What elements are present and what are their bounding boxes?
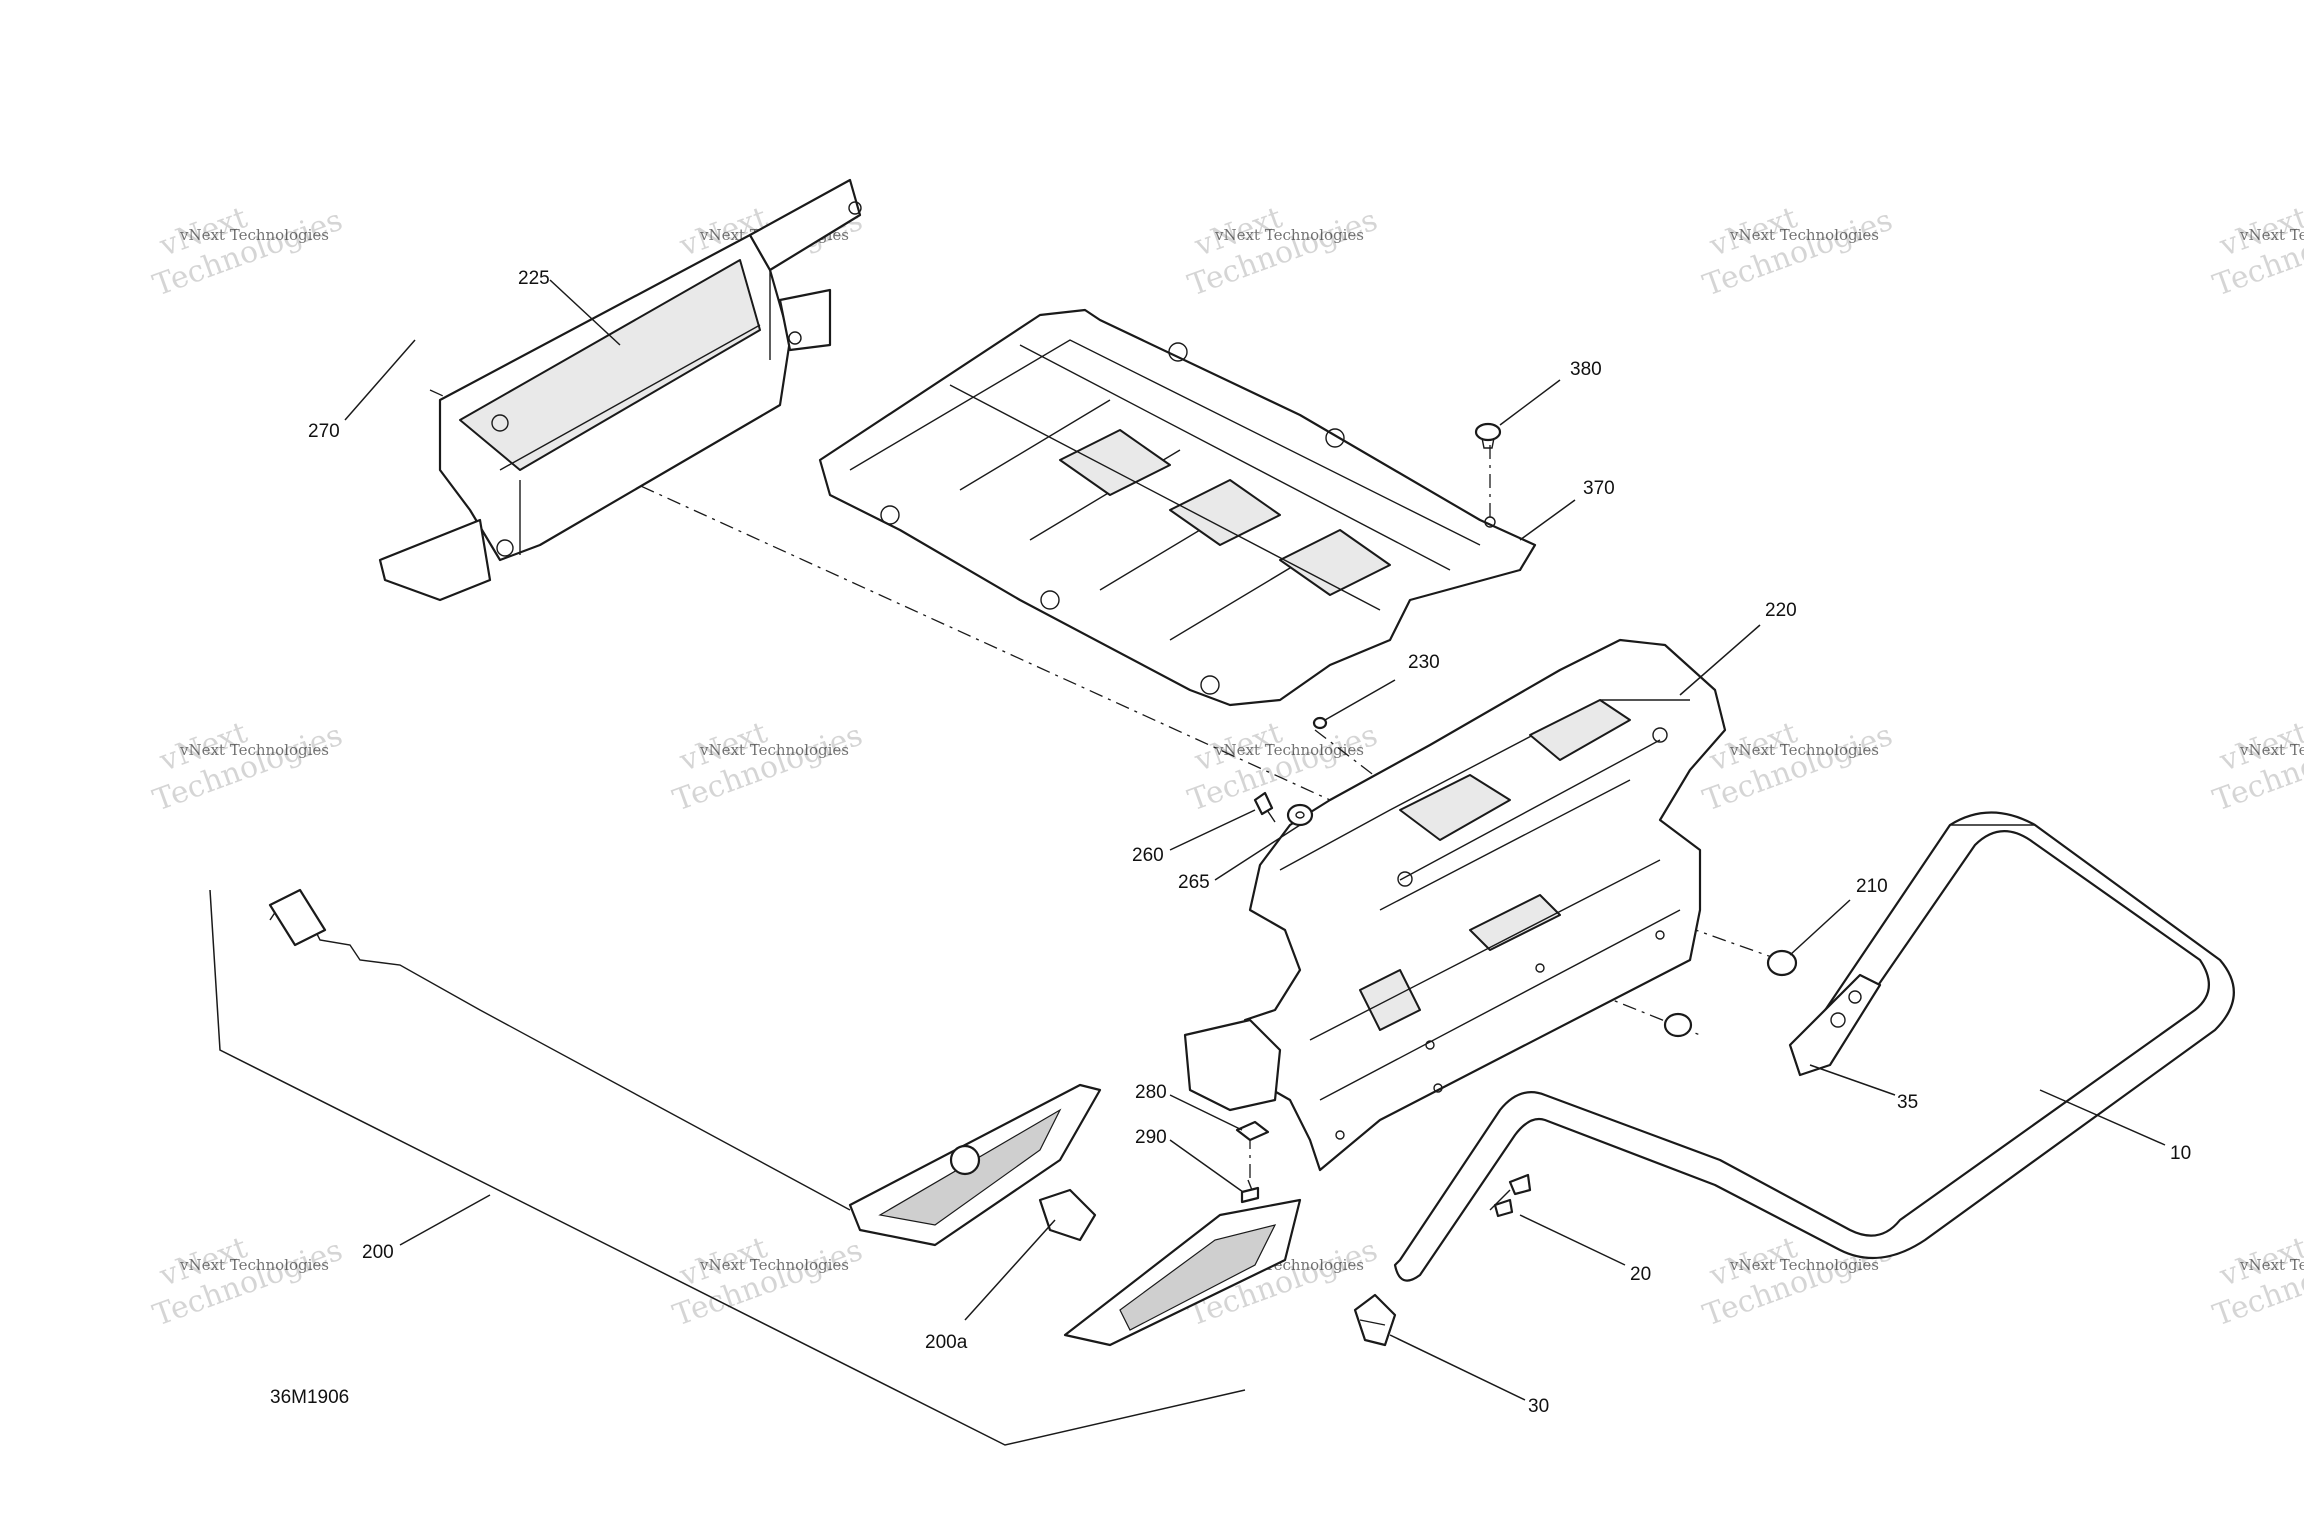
- leader-10: [2039, 1089, 2166, 1146]
- svg-text:vNext Technologies: vNext Technologies: [1729, 741, 1879, 759]
- watermark-r2c4: vNext Technologies vNext Technologies: [1699, 715, 1898, 818]
- part-290-screw: [1240, 1179, 1260, 1204]
- watermark-r2c5: vNext Technologies vNext Technologies: [2209, 715, 2304, 818]
- svg-text:vNext Technologies: vNext Technologies: [1214, 226, 1364, 244]
- callout-230: 230: [1408, 652, 1440, 673]
- callout-30: 30: [1528, 1396, 1549, 1417]
- part-200-tail-lamp-harness: [268, 888, 1102, 1247]
- part-225-bracket-panel: [378, 178, 862, 602]
- leader-220: [1679, 624, 1761, 696]
- leader-260: [1169, 809, 1256, 851]
- part-220-rear-housing: [1183, 638, 1727, 1172]
- leader-200: [399, 1194, 491, 1246]
- callout-210: 210: [1856, 876, 1888, 897]
- leader-370: [1519, 499, 1576, 541]
- part-10-rear-bumper-tube: [1393, 811, 2235, 1282]
- leader-200a: [964, 1219, 1056, 1321]
- drawing-code: 36M1906: [270, 1387, 349, 1408]
- callout-260: 260: [1132, 845, 1164, 866]
- watermark-r1c1: vNext Technologies vNext Technologies: [149, 200, 348, 303]
- callout-220: 220: [1765, 600, 1797, 621]
- leader-20: [1519, 1214, 1626, 1266]
- callout-270: 270: [308, 421, 340, 442]
- watermark-r2c1: vNext Technologies vNext Technologies: [149, 715, 348, 818]
- watermark-r3c5: vNext Technologies vNext Technologies: [2209, 1230, 2304, 1333]
- part-200a-bulb: [1038, 1188, 1097, 1242]
- part-280-nut: [1235, 1120, 1270, 1142]
- leader-280: [1169, 1094, 1243, 1131]
- callout-10: 10: [2170, 1143, 2191, 1164]
- svg-text:vNext Technologies: vNext Technologies: [1214, 741, 1364, 759]
- callout-35: 35: [1897, 1092, 1918, 1113]
- svg-text:vNext Technologies: vNext Technologies: [699, 741, 849, 759]
- svg-text:vNext Technologies: vNext Technologies: [179, 226, 329, 244]
- part-lens-cover: [1063, 1198, 1302, 1347]
- part-260-screw: [1253, 791, 1276, 823]
- leader-210: [1789, 899, 1851, 956]
- leader-30: [1389, 1334, 1526, 1401]
- svg-text:vNext Technologies: vNext Technologies: [179, 1256, 329, 1274]
- axis-line-225-to-220: [429, 389, 1331, 801]
- part-210-grommet: [1663, 949, 1798, 1038]
- part-370-skid-plate: [818, 308, 1537, 707]
- svg-text:vNext Technologies: vNext Technologies: [1729, 226, 1879, 244]
- callout-200: 200: [362, 1242, 394, 1263]
- watermark-r2c2: vNext Technologies vNext Technologies: [669, 715, 868, 818]
- svg-text:vNext Technologies: vNext Technologies: [2239, 1256, 2304, 1274]
- callout-leaders: [344, 279, 2166, 1401]
- watermark-r1c3: vNext Technologies vNext Technologies: [1184, 200, 1383, 303]
- part-30-end-plug: [1353, 1293, 1397, 1347]
- leader-230: [1324, 679, 1396, 721]
- svg-text:vNext Technologies: vNext Technologies: [2239, 226, 2304, 244]
- watermark-r3c2: vNext Technologies vNext Technologies: [669, 1230, 868, 1333]
- leader-225: [549, 279, 621, 346]
- part-230-clip: [1312, 716, 1328, 730]
- callout-380: 380: [1570, 359, 1602, 380]
- svg-text:vNext Technologies: vNext Technologies: [1729, 1256, 1879, 1274]
- watermark-r1c5: vNext Technologies vNext Technologies: [2209, 200, 2304, 303]
- watermark-r1c4: vNext Technologies vNext Technologies: [1699, 200, 1898, 303]
- svg-text:vNext Technologies: vNext Technologies: [179, 741, 329, 759]
- callout-20: 20: [1630, 1264, 1651, 1285]
- harness-group-bracket: [209, 889, 1246, 1446]
- leader-380: [1499, 379, 1561, 426]
- part-35-bumper-end-cap: [1788, 973, 1882, 1077]
- callout-labels: 225 270 380 370 220 230 260 265 210 35 1…: [270, 268, 2191, 1417]
- part-380-push-rivet: [1474, 422, 1502, 449]
- axis-line-230: [1314, 729, 1381, 781]
- leader-290: [1169, 1139, 1244, 1193]
- callout-225: 225: [518, 268, 550, 289]
- callout-265: 265: [1178, 872, 1210, 893]
- leader-270: [344, 339, 416, 421]
- part-265-washer: [1286, 803, 1314, 827]
- svg-text:vNext Technologies: vNext Technologies: [2239, 741, 2304, 759]
- leader-265: [1214, 824, 1301, 881]
- callout-200a: 200a: [925, 1332, 968, 1353]
- watermark-r3c1: vNext Technologies vNext Technologies: [149, 1230, 348, 1333]
- svg-text:vNext Technologies: vNext Technologies: [699, 1256, 849, 1274]
- callout-290: 290: [1135, 1127, 1167, 1148]
- callout-280: 280: [1135, 1082, 1167, 1103]
- leader-35: [1809, 1064, 1896, 1096]
- part-20-bolts: [1489, 1173, 1532, 1218]
- callout-370: 370: [1583, 478, 1615, 499]
